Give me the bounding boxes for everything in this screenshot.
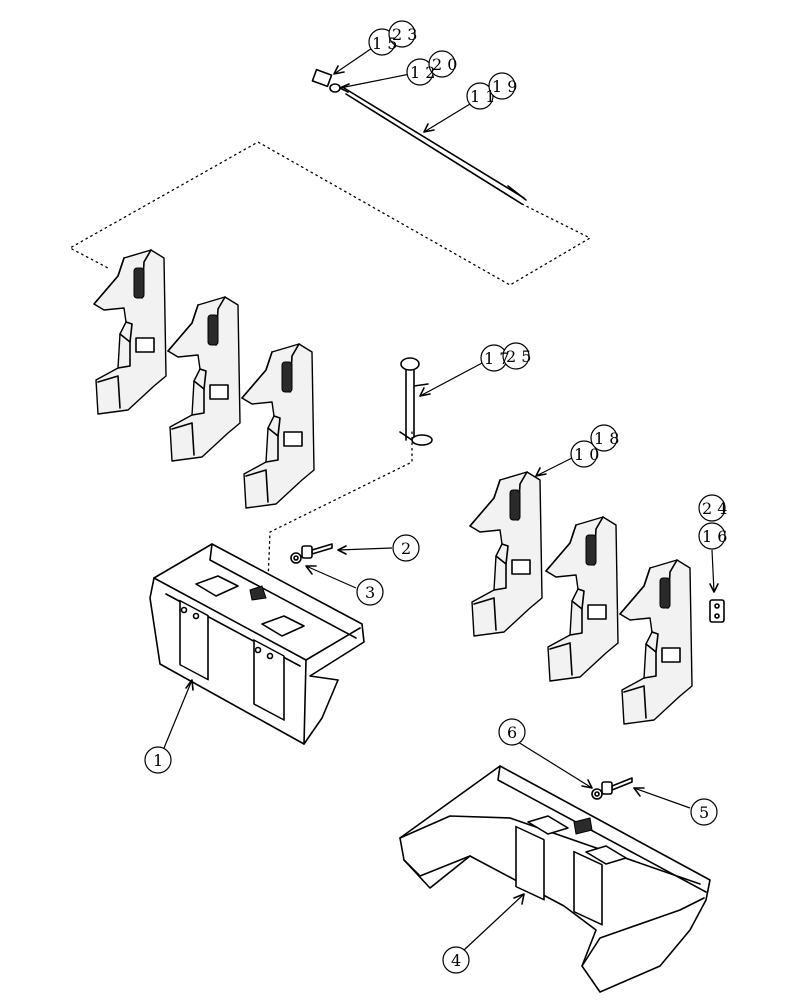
tie-rod-edge [345, 93, 523, 205]
callout-18-label: 1 0 [574, 445, 599, 464]
front-weight-bracket [149, 543, 365, 745]
weight-plate-stack-right [469, 471, 693, 725]
callout-2-label: 2 [401, 539, 411, 558]
leader-lines [163, 43, 719, 951]
weight-plate-stack-left [93, 249, 315, 509]
callout-23-label-b: 2 3 [392, 25, 417, 44]
callout-16: 2 4 1 6 [698, 494, 727, 550]
callout-23: 1 5 2 3 [368, 20, 417, 56]
callout-4-label: 4 [451, 951, 461, 970]
rear-weight-cradle [399, 765, 711, 993]
callout-6: 6 [498, 718, 526, 746]
callout-19-label: 1 1 [470, 87, 495, 106]
callout-17: 1 7 2 5 [480, 342, 531, 372]
callout-20-label-b: 2 0 [432, 55, 457, 74]
callout-5-label: 5 [699, 803, 709, 822]
assembly-dotted-lines [68, 141, 592, 583]
callout-17-label-b: 2 5 [506, 347, 531, 366]
callout-19: 1 1 1 9 [466, 72, 517, 110]
tie-rod-thread [507, 185, 527, 201]
spacer-plate [709, 599, 725, 623]
callout-5: 5 [690, 798, 718, 826]
callout-3-label: 3 [365, 583, 375, 602]
bolt-and-washer-right [591, 777, 633, 800]
top-rod-assembly [311, 68, 527, 205]
lock-pin [399, 357, 433, 446]
callout-16-label: 2 4 [702, 499, 727, 518]
callout-1: 1 [144, 746, 172, 774]
callout-18: 1 0 1 8 [570, 424, 619, 468]
callout-6-label: 6 [507, 723, 517, 742]
nut [311, 68, 333, 88]
callout-2: 2 [392, 534, 420, 562]
callout-20: 1 2 2 0 [406, 50, 457, 86]
callout-18-label-b: 1 8 [594, 429, 619, 448]
tie-rod [343, 87, 525, 199]
callout-1-label: 1 [153, 751, 163, 770]
callout-23-label: 1 5 [372, 34, 397, 53]
callout-20-label: 1 2 [410, 63, 435, 82]
callout-16-label-b: 1 6 [702, 527, 727, 546]
callout-19-label-b: 1 9 [492, 77, 517, 96]
washer [329, 83, 341, 93]
callout-17-label: 1 7 [484, 349, 509, 368]
callout-3: 3 [356, 578, 384, 606]
callout-4: 4 [442, 946, 470, 974]
bolt-and-washer-left [290, 543, 333, 564]
